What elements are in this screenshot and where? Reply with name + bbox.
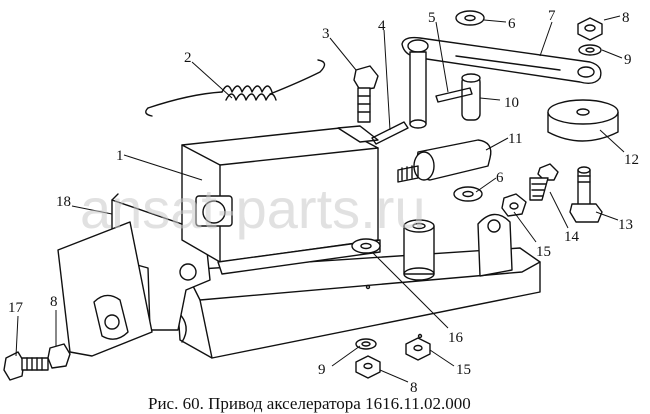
callout-5: 5 — [428, 10, 436, 26]
callout-15-right: 15 — [536, 244, 551, 260]
cotter-pin-4 — [371, 121, 409, 145]
callout-9-top: 9 — [624, 52, 632, 68]
callout-15-bottom: 15 — [456, 362, 471, 378]
bolt-13 — [569, 166, 603, 223]
roller-12 — [547, 99, 619, 142]
callout-10: 10 — [504, 95, 519, 111]
return-spring — [145, 59, 326, 117]
bottom-hardware — [355, 337, 431, 379]
fork-11 — [397, 139, 492, 183]
screw-14 — [501, 163, 559, 217]
pin-10 — [435, 73, 481, 121]
solenoid-body — [181, 125, 381, 275]
callout-9-bottom: 9 — [318, 362, 326, 378]
lever-7 — [401, 36, 602, 129]
callout-3: 3 — [322, 26, 330, 42]
callout-6-top: 6 — [508, 16, 516, 32]
bolt-3 — [353, 65, 379, 123]
callout-12: 12 — [624, 152, 639, 168]
mount-plate — [57, 221, 153, 357]
watermark: ansat-parts.ru — [80, 177, 426, 240]
callout-6-middle: 6 — [496, 170, 504, 186]
callout-13: 13 — [618, 217, 633, 233]
spacer-bushing — [403, 219, 435, 281]
callout-16: 16 — [448, 330, 464, 346]
bracket-ear — [477, 213, 513, 277]
nut-8-top — [577, 17, 603, 56]
callout-7: 7 — [548, 8, 556, 24]
callout-17: 17 — [8, 300, 24, 316]
bolt-17 — [3, 343, 71, 381]
callout-8-top: 8 — [622, 10, 630, 26]
washer-6-top — [455, 10, 485, 26]
washer-6-middle — [453, 186, 483, 202]
callout-1: 1 — [116, 148, 124, 164]
callout-8-bottom: 8 — [410, 380, 418, 396]
callout-11: 11 — [508, 131, 522, 147]
callout-18: 18 — [56, 194, 71, 210]
callout-8-left: 8 — [50, 294, 58, 310]
washer-16 — [351, 238, 381, 254]
callout-labels: 1 2 3 4 5 6 7 8 9 10 11 12 6 14 13 15 18… — [8, 8, 639, 396]
leader-lines — [15, 15, 625, 383]
callout-2: 2 — [184, 50, 192, 66]
figure-caption: Рис. 60. Привод акселератора 1616.11.02.… — [148, 394, 471, 413]
callout-14: 14 — [564, 229, 580, 245]
callout-4: 4 — [378, 18, 386, 34]
